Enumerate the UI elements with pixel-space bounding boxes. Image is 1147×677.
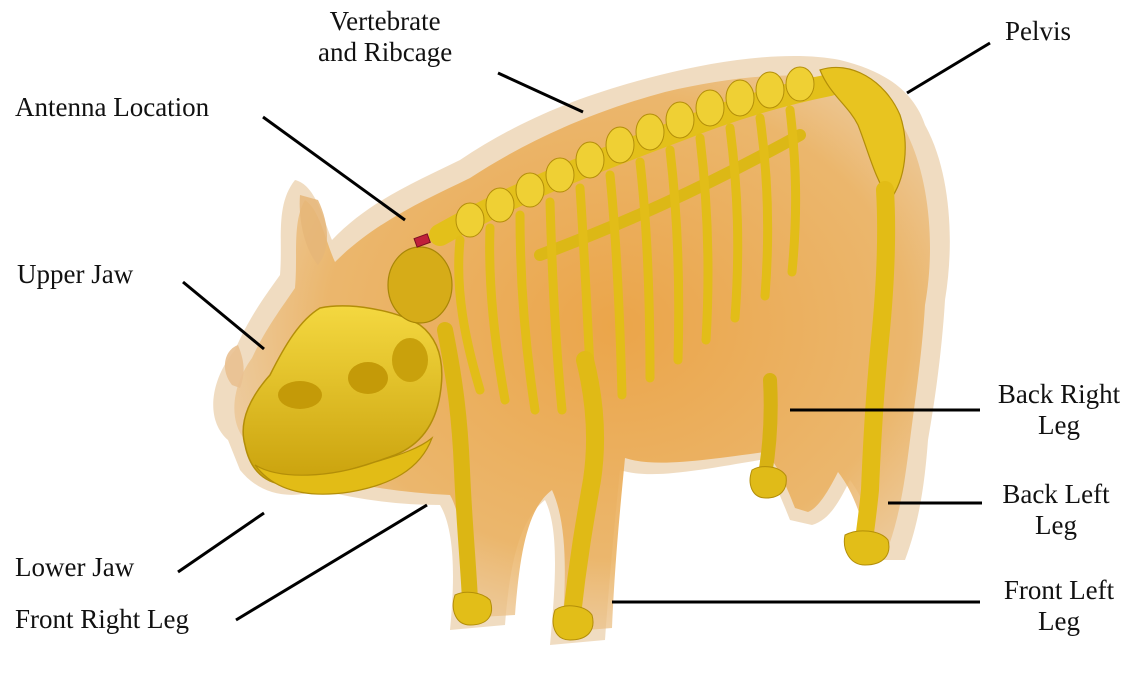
vertebra — [696, 90, 724, 126]
leader-front-right-leg — [236, 505, 427, 620]
leader-upper-jaw — [183, 282, 264, 349]
label-lower-jaw: Lower Jaw — [15, 552, 134, 583]
vertebra — [756, 72, 784, 108]
label-vertebrate-ribcage: Vertebrate and Ribcage — [318, 6, 452, 68]
jaw-cavity — [392, 338, 428, 382]
vertebra — [486, 188, 514, 222]
front-right-foot — [453, 592, 491, 625]
label-vertebrate-line2: and Ribcage — [318, 37, 452, 68]
label-antenna-location: Antenna Location — [15, 92, 209, 123]
vertebra — [576, 142, 604, 178]
leader-vertebrate — [498, 73, 583, 112]
vertebra — [786, 67, 814, 101]
back-right-leg-bone — [765, 380, 771, 475]
label-upper-jaw: Upper Jaw — [17, 259, 133, 290]
leader-lower-jaw — [178, 513, 264, 572]
label-front-left-leg: Front Left Leg — [984, 575, 1134, 637]
label-front-right-leg: Front Right Leg — [15, 604, 189, 635]
vertebra — [606, 127, 634, 163]
back-left-foot — [844, 531, 889, 565]
label-back-left-line2: Leg — [986, 510, 1126, 541]
eye-socket — [348, 362, 388, 394]
leader-pelvis — [907, 43, 990, 93]
label-back-right-leg: Back Right Leg — [984, 379, 1134, 441]
label-back-right-line1: Back Right — [984, 379, 1134, 410]
label-vertebrate-line1: Vertebrate — [318, 6, 452, 37]
vertebra — [666, 102, 694, 138]
label-pelvis: Pelvis — [1005, 16, 1071, 47]
label-back-left-line1: Back Left — [986, 479, 1126, 510]
label-front-left-line1: Front Left — [984, 575, 1134, 606]
vertebra — [516, 173, 544, 207]
vertebra — [636, 114, 664, 150]
scapula — [388, 247, 452, 323]
vertebra — [546, 158, 574, 192]
label-front-left-line2: Leg — [984, 606, 1134, 637]
front-left-foot — [553, 606, 593, 640]
label-back-right-line2: Leg — [984, 410, 1134, 441]
nasal-cavity — [278, 381, 322, 409]
vertebra — [726, 80, 754, 116]
back-right-foot — [750, 467, 786, 498]
vertebra — [456, 203, 484, 237]
label-back-left-leg: Back Left Leg — [986, 479, 1126, 541]
